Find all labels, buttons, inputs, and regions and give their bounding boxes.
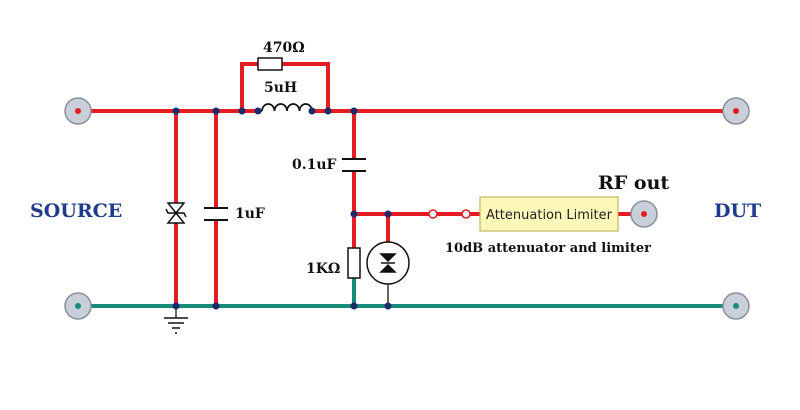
junction-dot — [172, 302, 180, 310]
dark-wires — [175, 284, 389, 318]
attenuator-caption: 10dB attenuator and limiter — [445, 241, 651, 256]
cap-01uf-label: 0.1uF — [292, 157, 337, 173]
bypass-wire-right — [282, 62, 330, 111]
resistor-1k-label: 1KΩ — [306, 261, 340, 277]
test-point-icon — [461, 209, 471, 219]
test-point-icons — [428, 209, 471, 219]
inductor-icon — [258, 103, 313, 112]
inductor-label: 5uH — [264, 80, 297, 96]
dut-label: DUT — [714, 200, 761, 222]
resistor-470-label: 470Ω — [263, 40, 305, 56]
junction-dot — [308, 107, 316, 115]
test-point-icon — [428, 209, 438, 219]
cap-01uf-icon — [342, 158, 366, 172]
resistor-470-icon — [257, 57, 283, 71]
rf-out-label: RF out — [598, 172, 669, 194]
tvs-diode-icon — [165, 202, 187, 224]
return-wires — [78, 278, 736, 308]
junction-dot — [384, 210, 392, 218]
ground-icon — [164, 317, 188, 334]
junction-dot — [350, 107, 358, 115]
junction-dot — [172, 107, 180, 115]
resistor-1k-icon — [347, 247, 361, 279]
terminals — [64, 97, 750, 320]
junction-dot — [212, 107, 220, 115]
junction-dot — [350, 210, 358, 218]
junction-dot — [350, 302, 358, 310]
attenuator-box-label: Attenuation Limiter — [486, 208, 613, 223]
junctions — [172, 107, 392, 310]
limiter-diode-icon — [366, 241, 410, 285]
cap-1uf-label: 1uF — [235, 206, 265, 222]
junction-dot — [324, 107, 332, 115]
source-label: SOURCE — [30, 200, 122, 222]
junction-dot — [254, 107, 262, 115]
junction-dot — [238, 107, 246, 115]
junction-dot — [212, 302, 220, 310]
attenuator-box — [479, 196, 619, 232]
cap-1uf-icon — [204, 207, 228, 221]
bypass-wire — [240, 62, 258, 111]
terminal-dots — [75, 108, 739, 217]
junction-dot — [384, 302, 392, 310]
